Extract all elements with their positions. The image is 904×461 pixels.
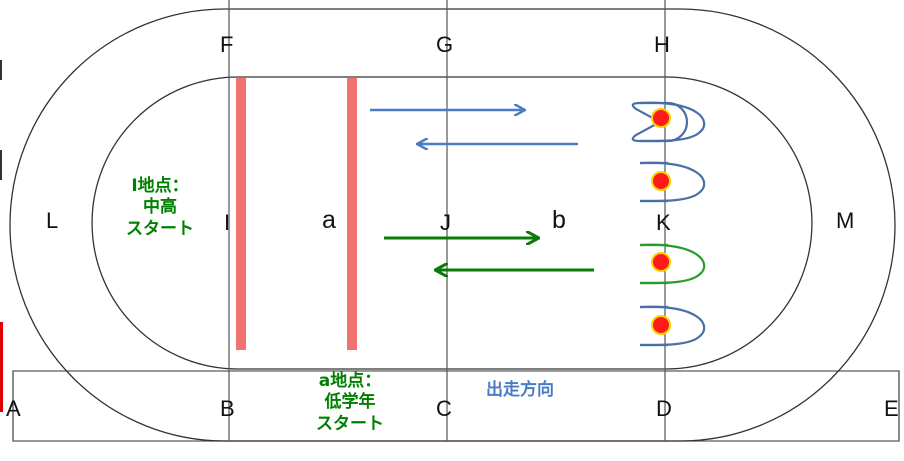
direction-label: 出走方向 [486,380,554,400]
a-start-note: a地点： 低学年 スタート [296,371,404,435]
i-start-note: I地点： 中高 スタート [106,176,214,240]
inner-track-line [91,76,813,370]
i-start-line1: I地点： [131,176,189,196]
label-A: A [6,396,21,421]
edge-mark-red [0,322,3,412]
label-H: H [654,32,670,57]
i-start-line2: 中高 [143,197,177,218]
label-F: F [220,32,234,57]
label-M: M [836,208,855,233]
turn-cone-4 [639,305,706,347]
label-I: I [224,210,231,235]
turn-cone-3 [639,243,706,285]
label-B: B [220,396,235,421]
edge-mark-top [0,60,2,80]
a-start-line1: a地点： [318,371,382,391]
edge-mark-mid [0,150,2,180]
label-a: a [322,206,336,234]
label-b: b [552,206,566,234]
i-start-line3: スタート [126,218,194,239]
label-C: C [436,396,452,421]
label-G: G [436,32,454,57]
label-L: L [46,208,59,233]
start-line-I [236,78,246,350]
straight-lane-box [12,370,900,442]
a-start-line2: 低学年 [324,392,376,413]
a-start-line3: スタート [316,413,384,434]
label-J: J [440,210,451,235]
start-line-a [347,78,357,350]
turn-cone-1 [631,101,706,143]
label-E: E [884,396,899,421]
outer-track-line [9,8,896,442]
turn-cone-2 [639,161,706,203]
label-D: D [656,396,672,421]
label-K: K [656,210,671,235]
